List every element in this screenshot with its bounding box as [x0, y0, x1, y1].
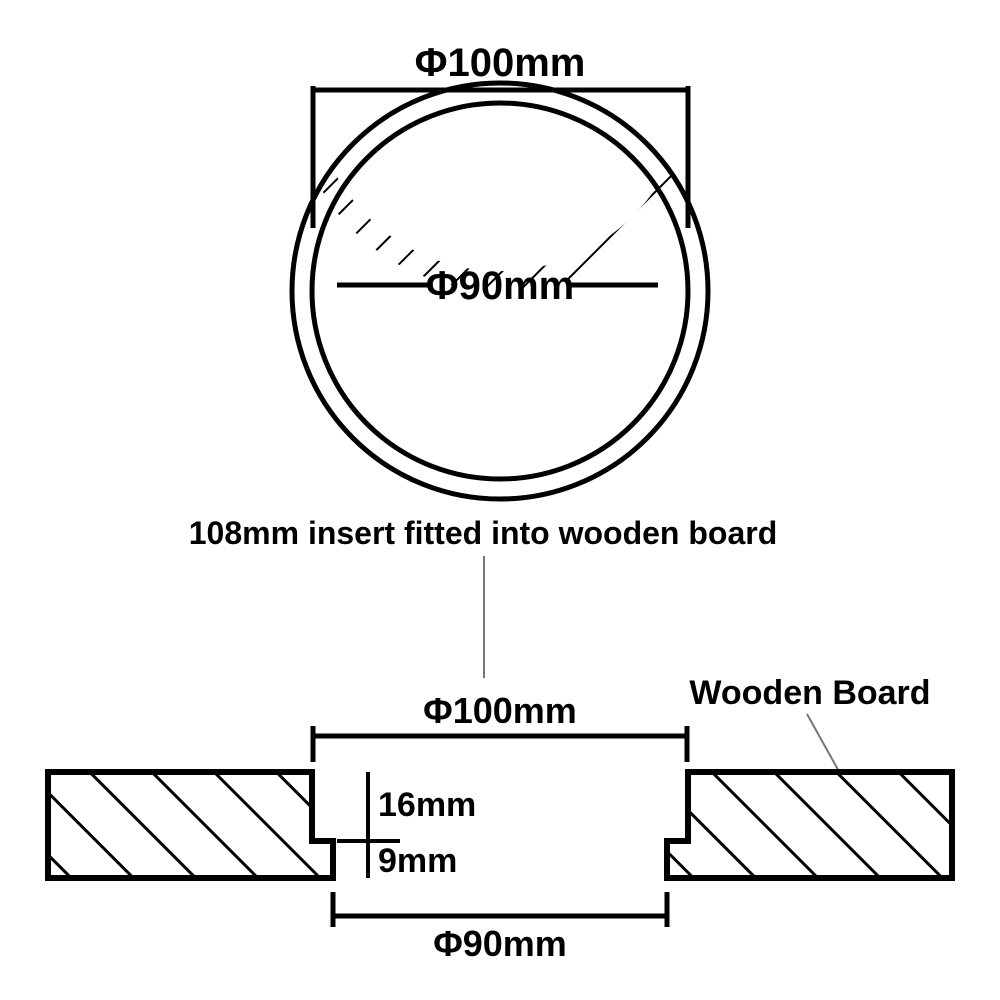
cross-section-board — [45, 769, 955, 881]
wooden-board-leader-line — [806, 713, 842, 776]
label-wooden-board: Wooden Board — [689, 674, 930, 712]
board-right-body — [664, 769, 955, 881]
dimension-section-inner — [330, 892, 670, 927]
label-recess-depth-upper: 16mm — [378, 786, 476, 824]
label-top-outer-diameter: Φ100mm — [415, 41, 586, 85]
label-section-outer-diameter: Φ100mm — [423, 690, 577, 731]
dimension-top-outer — [310, 86, 691, 228]
label-top-inner-diameter: Φ90mm — [426, 264, 574, 308]
dimension-section-outer — [310, 726, 690, 762]
label-recess-depth-lower: 9mm — [378, 842, 457, 880]
outer-circle — [289, 80, 711, 502]
dimension-recess-depths — [337, 772, 400, 878]
inner-circle — [309, 100, 691, 482]
label-section-inner-diameter: Φ90mm — [433, 923, 567, 964]
insert-note-text: 108mm insert fitted into wooden board — [189, 515, 778, 551]
board-left-body — [45, 769, 336, 881]
